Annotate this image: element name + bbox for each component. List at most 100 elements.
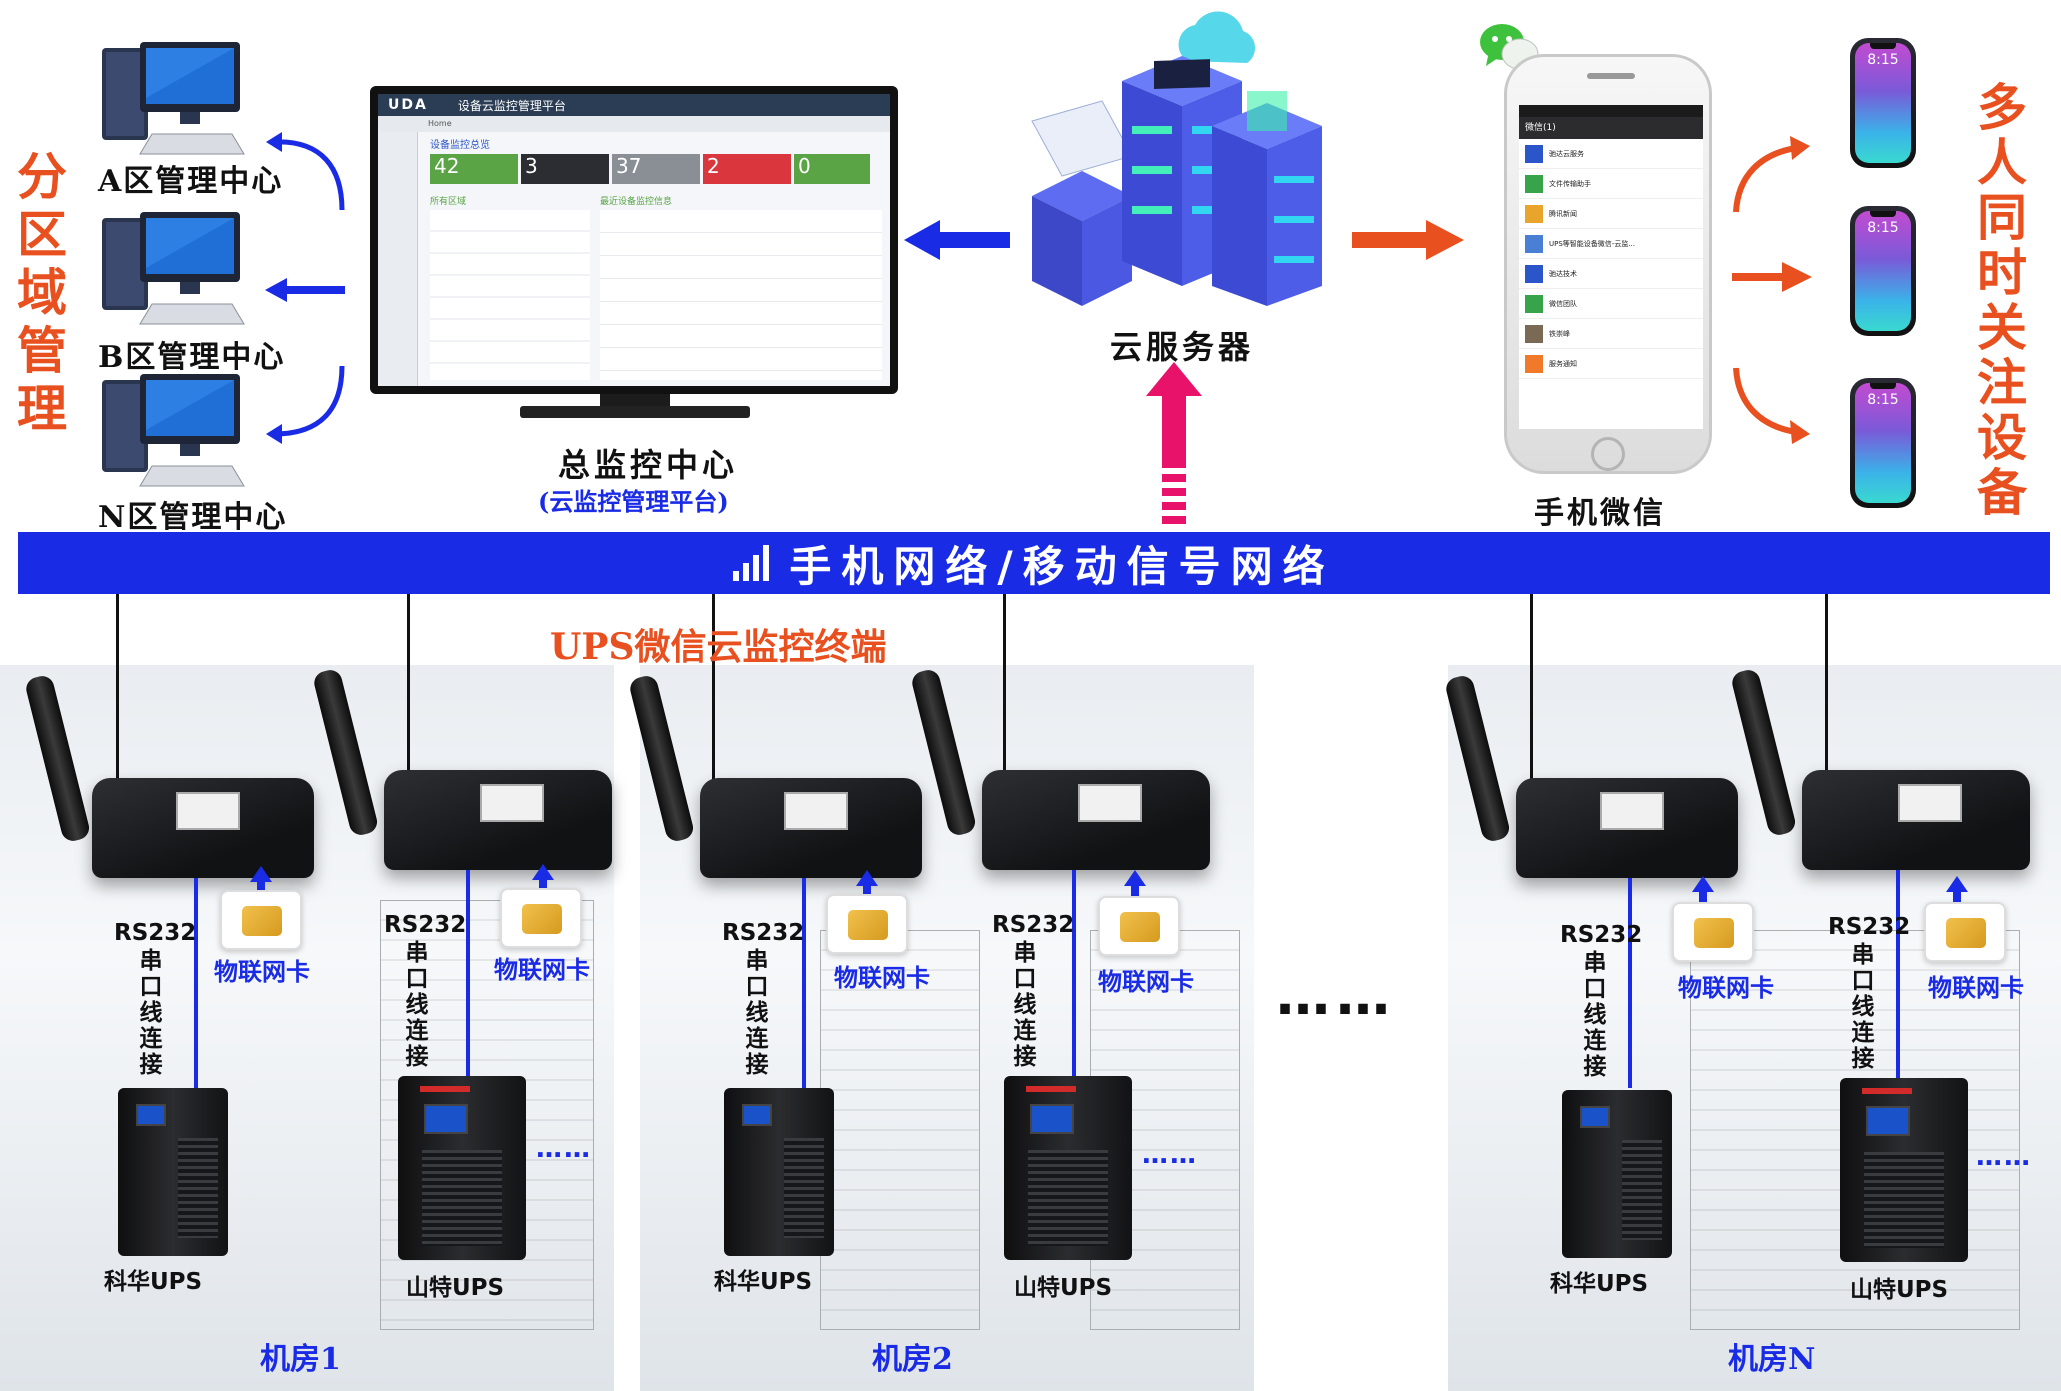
serial-title: RS232 [1828,914,1911,940]
status-bar [1519,105,1703,117]
curved-arrow-icon [266,132,345,211]
connection-line [407,594,410,816]
serial-caption: 串口线连接 [1851,941,1875,1072]
curved-arrow-icon [1733,136,1810,213]
home-button[interactable] [1591,437,1625,471]
list-item[interactable]: 服务通知 [1519,349,1703,379]
center-label-a: A区管理中心 [98,164,284,199]
computer-icon [100,208,250,328]
device-clock: 8:15 [1867,52,1899,68]
ups-unit [398,1076,526,1260]
ups-label: 科华UPS [1550,1271,1649,1297]
sim-label: 物联网卡 [494,955,590,984]
terminal-device [982,770,1210,870]
phone-speaker [1587,73,1635,79]
list-item[interactable]: 铁崇峰 [1519,319,1703,349]
sim-label: 物联网卡 [834,963,930,992]
terminal-device [700,778,922,878]
serial-title: RS232 [384,912,467,938]
brand-strip [1862,1088,1912,1094]
region-management-label: 分 区 域 管 理 [17,147,67,438]
sim-label: 物联网卡 [1928,973,2024,1002]
sim-card-icon [1924,902,2006,962]
upload-arrow-icon [250,866,272,892]
rooms-ellipsis: …… [1276,964,1396,1027]
ups-unit [1562,1090,1672,1258]
ups-label: 科华UPS [714,1269,813,1295]
serial-title: RS232 [114,920,197,946]
ups-label: 山特UPS [1850,1277,1949,1303]
list-item[interactable]: 腾讯新闻 [1519,199,1703,229]
connection-line [712,594,715,826]
screen-toolbar: Home [378,116,890,132]
upload-arrow-icon [1946,876,1968,902]
serial-cable [1628,878,1632,1088]
wechat-header: 微信(1) [1519,117,1703,139]
section-title: 设备监控总览 [430,140,490,151]
upload-arrow-icon [1146,362,1202,532]
stat-card[interactable]: 37 [612,154,700,184]
stat-card[interactable]: 42 [430,154,518,184]
ups-label: 科华UPS [104,1269,203,1295]
connection-line [1825,594,1828,816]
main-monitor-subtitle: (云监控管理平台) [538,487,729,516]
main-monitor: UDA 设备云监控管理平台 Home 设备监控总览 42 3 37 2 0 所有… [370,86,898,394]
ups-unit [1840,1078,1968,1262]
mobile-device: 8:15 [1850,38,1916,168]
list-item[interactable]: 驰达云服务 [1519,139,1703,169]
sim-label: 物联网卡 [214,957,310,986]
sim-label: 物联网卡 [1098,967,1194,996]
device-table [600,210,882,380]
curved-arrow-icon [266,365,345,444]
terminal-device [1516,778,1738,878]
monitor-stand [600,394,670,408]
curved-arrow-icon [1733,367,1810,444]
serial-cable [466,870,470,1080]
serial-title: RS232 [722,920,805,946]
serial-title: RS232 [1560,922,1643,948]
serial-caption: 串口线连接 [405,939,429,1070]
room-label: 机房2 [872,1342,953,1377]
room-label: 机房N [1728,1342,1816,1377]
sim-label: 物联网卡 [1678,973,1774,1002]
list-item[interactable]: 文件传输助手 [1519,169,1703,199]
multi-device-label: 多 人 同 时 关 注 设 备 [1977,78,2027,522]
platform-logo: UDA [388,97,428,113]
server-rack [820,930,980,1330]
monitor-base [520,406,750,418]
sim-card-icon [826,894,908,954]
mobile-device: 8:15 [1850,378,1916,508]
stat-card[interactable]: 3 [521,154,609,184]
more-ellipsis: …… [1142,1140,1198,1170]
sim-card-icon [1672,902,1754,962]
center-label-n: N区管理中心 [98,500,288,535]
serial-cable [802,878,806,1088]
list-item[interactable]: 微信团队 [1519,289,1703,319]
platform-title: 设备云监控管理平台 [457,98,566,113]
cloud-server-icon [1012,6,1342,326]
more-ellipsis: …… [1976,1142,2032,1172]
list-item[interactable]: 驰达技术 [1519,259,1703,289]
brand-strip [420,1086,470,1092]
serial-cable [1896,870,1900,1080]
device-clock: 8:15 [1867,392,1899,408]
screen-header: UDA 设备云监控管理平台 [378,94,890,116]
serial-cable [194,878,198,1088]
right-panel-title: 最近设备监控信息 [600,197,673,207]
chat-list: 驰达云服务 文件传输助手 腾讯新闻 UPS等智能设备微信-云监... 驰达技术 … [1519,139,1703,379]
signal-icon [733,545,770,581]
center-label-b: B区管理中心 [98,340,286,375]
network-bar: 手机网络/移动信号网络 [18,532,2050,594]
serial-caption: 串口线连接 [745,947,769,1078]
wechat-phone-label: 手机微信 [1534,496,1666,531]
terminal-device [384,770,612,870]
stat-card[interactable]: 0 [794,154,870,184]
right-arrow-icon [1352,220,1464,260]
list-item[interactable]: UPS等智能设备微信-云监... [1519,229,1703,259]
connection-line [1530,594,1533,826]
ups-label: 山特UPS [1014,1275,1113,1301]
left-arrow-icon [265,278,345,302]
computer-icon [100,38,250,158]
cloud-server-label: 云服务器 [1110,328,1255,366]
stat-card[interactable]: 2 [703,154,791,184]
